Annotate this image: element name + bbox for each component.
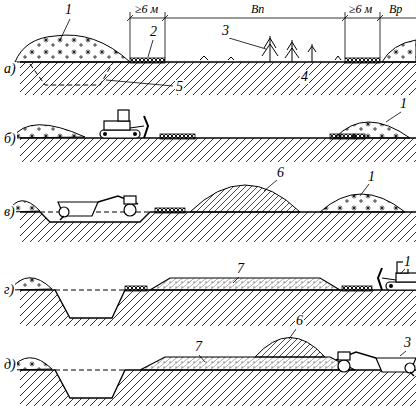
- callout-number: 5: [175, 80, 184, 94]
- dimension-label: Вп: [250, 3, 265, 15]
- callout-number: в): [3, 205, 16, 219]
- dimension-label: ≥6 м: [134, 3, 159, 15]
- callout-number: б): [3, 132, 17, 146]
- callout-number: 1: [399, 97, 408, 111]
- callout-number: 3: [403, 336, 412, 350]
- callout-number: 2: [149, 25, 158, 39]
- callout-number: 1: [64, 3, 73, 17]
- dimension-label: Вр: [388, 3, 403, 15]
- callout-number: д): [3, 358, 17, 372]
- callout-number: 4: [300, 70, 309, 84]
- callout-number: 1: [367, 170, 376, 184]
- callout-number: 7: [194, 340, 203, 354]
- callout-number: 3: [221, 24, 230, 38]
- callout-number: 1: [403, 255, 412, 269]
- callout-number: а): [3, 62, 17, 76]
- callout-number: 6: [295, 314, 304, 328]
- callout-number: г): [3, 283, 15, 297]
- callout-number: 7: [236, 262, 245, 276]
- dimension-label: ≥6 м: [348, 3, 373, 15]
- callout-number: 6: [276, 166, 285, 180]
